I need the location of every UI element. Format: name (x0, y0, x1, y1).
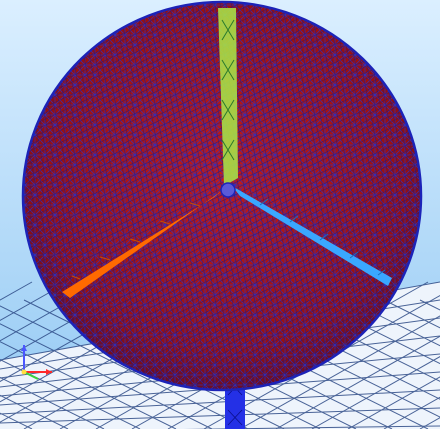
ground-grid-line (0, 341, 177, 429)
ground-grid-line (239, 315, 440, 429)
blade-right (232, 186, 392, 286)
blade-top (218, 8, 238, 186)
blade-left (62, 190, 223, 298)
ground-grid-line (383, 396, 440, 429)
ground-grid-line (0, 305, 249, 429)
ground-grid-line (0, 376, 105, 429)
z-arrow-icon (21, 345, 27, 351)
ground-grid-line (0, 323, 213, 429)
ground-grid-line (275, 335, 440, 429)
y-axis-line (23, 371, 39, 380)
ground-grid-line (183, 425, 440, 429)
ground-grid-line (311, 356, 440, 429)
x-arrow-icon (46, 369, 52, 375)
ground-grid-line (0, 358, 141, 429)
ground-grid-line (383, 299, 440, 329)
axes-origin (21, 369, 27, 375)
ground-grid-line (0, 389, 440, 415)
ground-grid-line (347, 299, 440, 347)
ground-grid-line (0, 394, 69, 429)
rotor-hub (220, 182, 236, 198)
axes-triad[interactable] (21, 345, 52, 380)
ground-grid-line (347, 376, 440, 429)
ground-grid-line (0, 281, 69, 322)
